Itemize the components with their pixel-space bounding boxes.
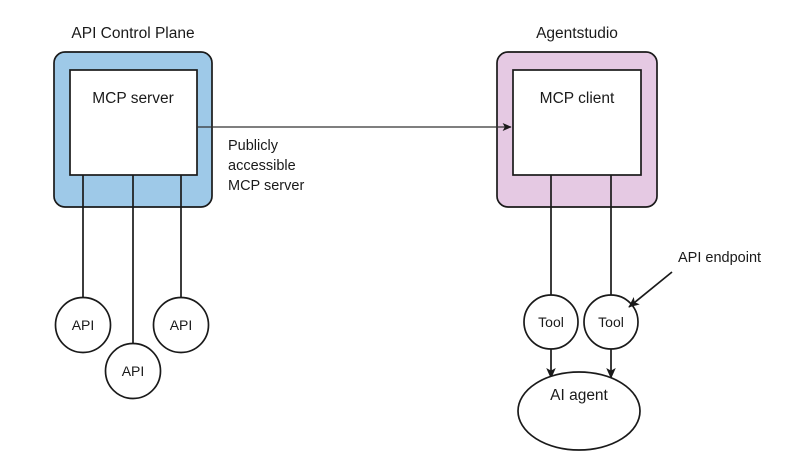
node-api-1[interactable]: API <box>54 296 112 354</box>
mcp-client-box[interactable] <box>512 69 642 176</box>
api-endpoint-label: API endpoint <box>678 250 761 266</box>
node-tool-1[interactable]: Tool <box>523 294 579 350</box>
publicly-accessible-line-1: Publicly <box>228 138 279 154</box>
mcp-server-label: MCP server <box>92 90 174 107</box>
mcp-client-label: MCP client <box>540 90 615 107</box>
publicly-accessible-line-3: MCP server <box>228 178 304 194</box>
api-3-label: API <box>170 317 193 333</box>
ai-agent-label: AI agent <box>550 387 608 404</box>
api-control-plane-title: API Control Plane <box>71 25 194 42</box>
api-3-circle[interactable] <box>152 296 210 354</box>
api-2-circle[interactable] <box>104 342 162 400</box>
mcp-server-box[interactable] <box>69 69 198 176</box>
node-api-3[interactable]: API <box>152 296 210 354</box>
edge-api-endpoint-to-tool-2-arrow <box>628 271 673 308</box>
api-1-circle[interactable] <box>54 296 112 354</box>
publicly-accessible-line-2: accessible <box>228 158 296 174</box>
api-2-label: API <box>122 363 145 379</box>
node-mcp-client[interactable]: MCP client <box>512 69 642 176</box>
agentstudio-title: Agentstudio <box>536 25 618 42</box>
api-1-label: API <box>72 317 95 333</box>
node-mcp-server[interactable]: MCP server <box>69 69 198 176</box>
tool-1-label: Tool <box>538 314 564 330</box>
node-tool-2[interactable]: Tool <box>583 294 639 350</box>
node-api-2[interactable]: API <box>104 342 162 400</box>
annotation-publicly-accessible-mcp-server: Publicly accessible MCP server <box>228 138 304 194</box>
node-ai-agent[interactable]: AI agent <box>517 371 641 451</box>
tool-2-label: Tool <box>598 314 624 330</box>
ai-agent-ellipse[interactable] <box>517 371 641 451</box>
